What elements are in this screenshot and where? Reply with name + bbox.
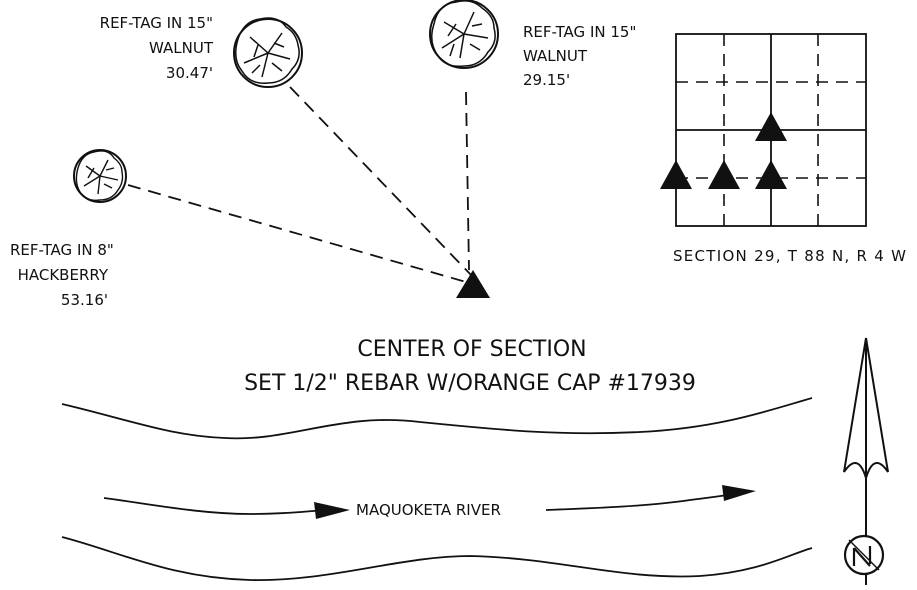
river-label: MAQUOKETA RIVER: [356, 501, 501, 519]
tree-distance-text: 30.47': [166, 64, 213, 82]
tree-icon: [233, 17, 303, 88]
river-bank-north: [61, 397, 813, 440]
ref-line-hackberry: [127, 184, 467, 283]
tree-label-walnut-2: REF-TAG IN 15" WALNUT 29.15': [523, 23, 636, 89]
monument-triangle-icon: [456, 270, 490, 298]
tree-icon: [429, 0, 499, 69]
section-map: SECTION 29, T 88 N, R 4 W: [660, 33, 906, 265]
section-sixteenth-lines: [676, 34, 866, 226]
corner-triangle-icon: [755, 112, 787, 141]
river-flow-arrow-icon: [722, 485, 756, 501]
river-flow-arrow-icon: [314, 502, 350, 519]
tree-ref-text: REF-TAG IN 15": [100, 14, 213, 32]
monument-title: CENTER OF SECTION: [357, 337, 586, 362]
river: [61, 397, 813, 581]
ref-line-walnut-2: [465, 91, 470, 271]
tree-label-walnut-1: REF-TAG IN 15" WALNUT 30.47': [100, 14, 214, 82]
tree-ref-text: REF-TAG IN 15": [523, 23, 636, 41]
tree-distance-text: 29.15': [523, 71, 570, 89]
river-flow-line-west: [103, 497, 327, 515]
monument-description: SET 1/2" REBAR W/ORANGE CAP #17939: [244, 371, 696, 396]
reference-lines: [127, 86, 473, 283]
ref-line-walnut-1: [289, 86, 473, 277]
section-map-label: SECTION 29, T 88 N, R 4 W: [673, 247, 906, 265]
tree-species-text: HACKBERRY: [18, 266, 109, 284]
tree-icon: [73, 149, 127, 203]
corner-triangle-icon: [660, 160, 692, 189]
tree-species-text: WALNUT: [523, 47, 588, 65]
tree-species-text: WALNUT: [149, 39, 214, 57]
tree-distance-text: 53.16': [61, 291, 108, 309]
river-flow-line-east: [545, 491, 749, 511]
tree-ref-text: REF-TAG IN 8": [10, 241, 114, 259]
corner-triangle-icon: [755, 160, 787, 189]
corner-triangle-icon: [708, 160, 740, 189]
tree-label-hackberry: REF-TAG IN 8" HACKBERRY 53.16': [10, 241, 114, 309]
river-bank-south: [61, 536, 813, 581]
north-arrow-icon: [843, 337, 889, 585]
